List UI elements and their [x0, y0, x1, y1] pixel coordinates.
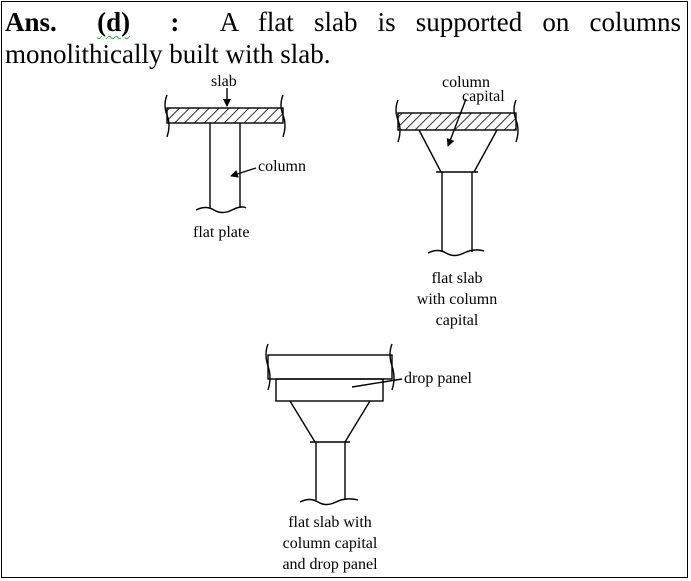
- slab-break-right: [280, 94, 286, 138]
- answer-option: (d): [97, 7, 131, 37]
- column-break: [299, 498, 359, 506]
- slab-break-right: [513, 99, 519, 143]
- drop-caption-line3: and drop panel: [282, 556, 378, 573]
- drop-slab: [267, 354, 393, 380]
- capital-flare-left: [418, 129, 442, 173]
- flat-slab-drop-figure: [265, 343, 403, 506]
- capital-flare-left: [289, 400, 316, 443]
- capital-flare-right: [473, 129, 498, 173]
- capital-label-line2: capital: [462, 88, 505, 105]
- answer-prefix: Ans.: [5, 7, 57, 37]
- drop-panel: [275, 378, 384, 402]
- column-break: [427, 249, 485, 257]
- slab-break-right: [389, 343, 395, 391]
- slab-break-left: [395, 99, 401, 143]
- flat-slab-capital-figure: [395, 98, 519, 257]
- capital-caption-line3: capital: [436, 312, 479, 329]
- capital-label-line1: column: [442, 74, 490, 91]
- answer-colon: :: [170, 7, 180, 37]
- capital-flare-right: [344, 400, 371, 443]
- flat-plate-caption: flat plate: [193, 224, 249, 241]
- flat-plate-slab: [166, 107, 284, 124]
- answer-text: Ans. (d) : A flat slab is supported on c…: [5, 6, 681, 70]
- answer-statement: A flat slab is supported on columns mono…: [5, 7, 682, 69]
- flat-plate-figure: [164, 88, 286, 214]
- drop-caption-line1: flat slab with: [288, 514, 372, 531]
- capital-arrow: [446, 98, 467, 147]
- slab-break-left: [265, 343, 271, 391]
- slab-label: slab: [211, 73, 237, 90]
- column-label: column: [258, 158, 306, 175]
- slab-break-left: [164, 94, 170, 138]
- capital-caption-line1: flat slab: [431, 270, 482, 287]
- drop-panel-leader: [351, 378, 403, 388]
- column-arrow: [230, 167, 257, 178]
- capital-caption-line2: with column: [417, 291, 497, 308]
- drop-caption-line2: column capital: [283, 535, 378, 552]
- column-break: [195, 206, 247, 214]
- drop-panel-label: drop panel: [404, 370, 473, 387]
